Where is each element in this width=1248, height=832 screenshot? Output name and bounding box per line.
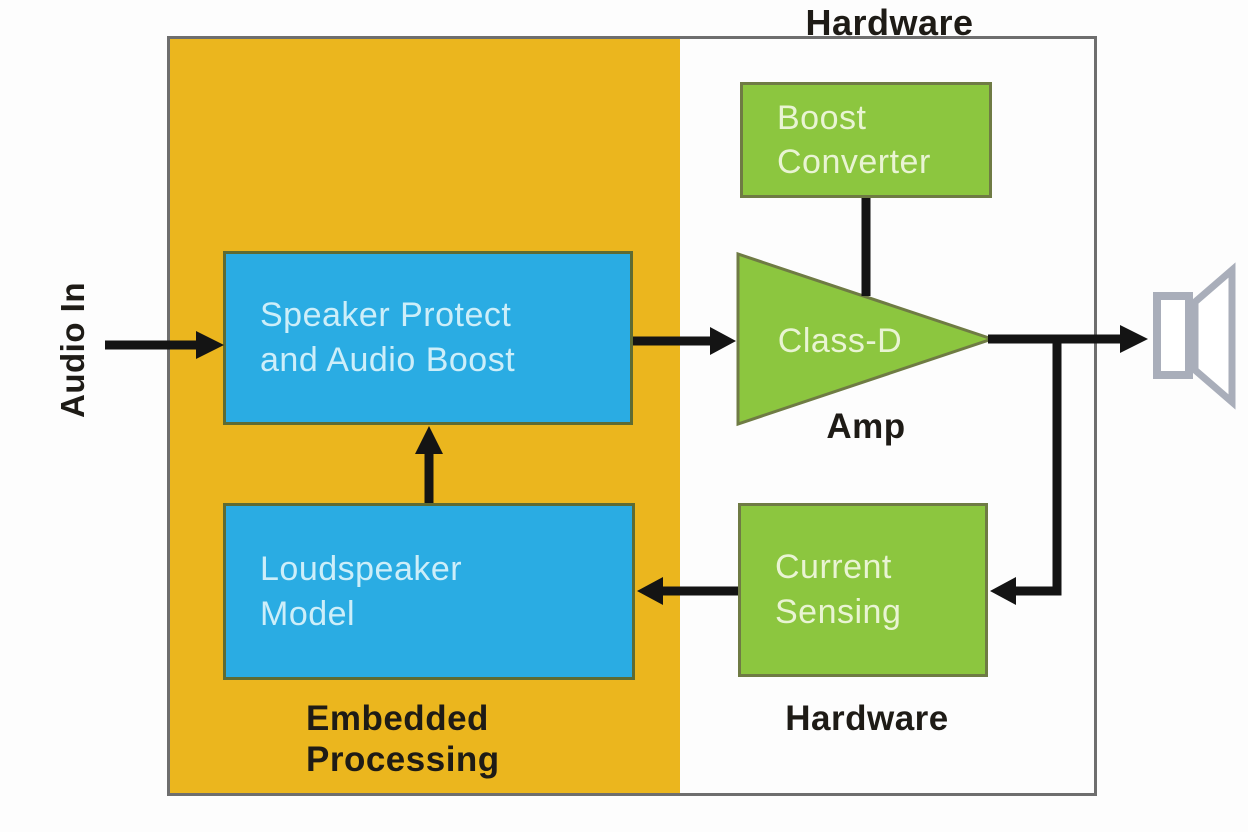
speaker-driver-shape xyxy=(1153,292,1193,379)
boost-converter-label-line2: Converter xyxy=(777,143,931,181)
boost-converter-block: Boost Converter xyxy=(740,82,992,198)
hardware-boundary-box xyxy=(167,36,1097,796)
class-d-label: Class-D xyxy=(777,322,903,360)
embedded-processing-label: Embedded Processing xyxy=(306,698,500,780)
speaker-cone-shape xyxy=(1191,262,1236,410)
hardware-top-label: Hardware xyxy=(805,2,974,43)
current-sensing-block: Current Sensing xyxy=(738,503,988,677)
speaker-protect-block: Speaker Protect and Audio Boost xyxy=(223,251,633,425)
hardware-bottom-label: Hardware xyxy=(785,699,949,738)
speaker-protect-label-line2: and Audio Boost xyxy=(260,341,516,379)
loudspeaker-model-label-line1: Loudspeaker xyxy=(260,549,463,588)
loudspeaker-model-label-line2: Model xyxy=(260,594,356,633)
current-sensing-label-line1: Current xyxy=(775,548,892,586)
current-sensing-label-line2: Sensing xyxy=(775,593,902,631)
speaker-icon xyxy=(1153,262,1236,410)
speaker-protect-label-line1: Speaker Protect xyxy=(260,296,512,334)
amp-label: Amp xyxy=(826,407,906,446)
boost-converter-label-line1: Boost xyxy=(777,99,867,137)
loudspeaker-model-block: Loudspeaker Model xyxy=(223,503,635,680)
amp-output-arrowhead-icon xyxy=(1120,325,1148,353)
embedded-processing-label-line2: Processing xyxy=(306,740,500,779)
embedded-processing-label-line1: Embedded xyxy=(306,699,489,738)
audio-in-label: Audio In xyxy=(54,282,91,418)
